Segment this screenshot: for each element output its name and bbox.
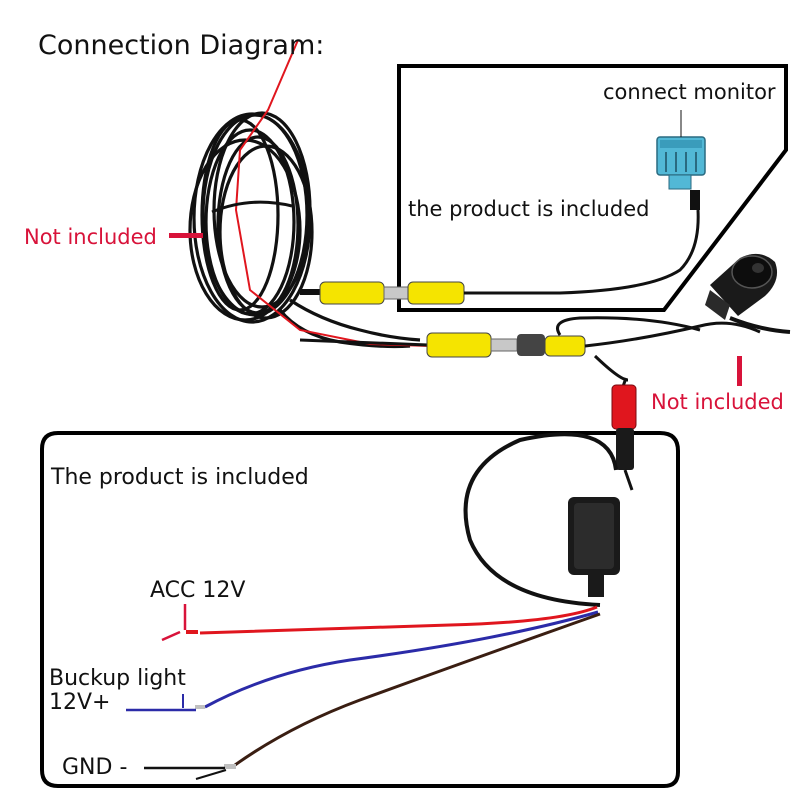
camera <box>705 253 791 334</box>
acc-leader <box>161 604 187 642</box>
frame-power-relay <box>40 431 680 788</box>
wire-tip-acc <box>186 630 198 634</box>
label-not-included-left: Not included <box>24 225 157 249</box>
output-wires <box>199 605 601 767</box>
wire-tip-backup <box>195 705 205 709</box>
monitor-connector <box>656 110 706 190</box>
rca-coupler-lower <box>299 316 761 382</box>
label-product-included-box: The product is included <box>51 465 309 490</box>
gnd-leader-2 <box>195 769 227 780</box>
label-acc: ACC 12V <box>150 578 246 603</box>
marker-not-included-left <box>169 233 203 238</box>
wire-acc-red <box>199 605 598 635</box>
diagram-title: Connection Diagram: <box>38 30 325 61</box>
rca-coupler-upper <box>300 190 700 305</box>
label-gnd: GND - <box>62 755 128 780</box>
power-plug <box>611 377 637 491</box>
label-connect-monitor: connect monitor <box>603 80 776 104</box>
wire-tip-gnd <box>224 764 236 769</box>
coiled-extension-cable <box>188 111 421 349</box>
marker-not-included-right <box>737 356 742 386</box>
wire-gnd-brown <box>234 612 601 767</box>
cable-tie <box>211 200 293 214</box>
frame-monitor-cable <box>397 64 788 312</box>
label-not-included-right: Not included <box>651 390 784 414</box>
label-backup-voltage: 12V+ <box>49 690 111 715</box>
label-backup-light: Buckup light <box>49 666 186 691</box>
label-product-included-top: the product is included <box>408 197 650 221</box>
wire-backup-blue <box>204 610 599 709</box>
relay-box <box>463 432 620 607</box>
